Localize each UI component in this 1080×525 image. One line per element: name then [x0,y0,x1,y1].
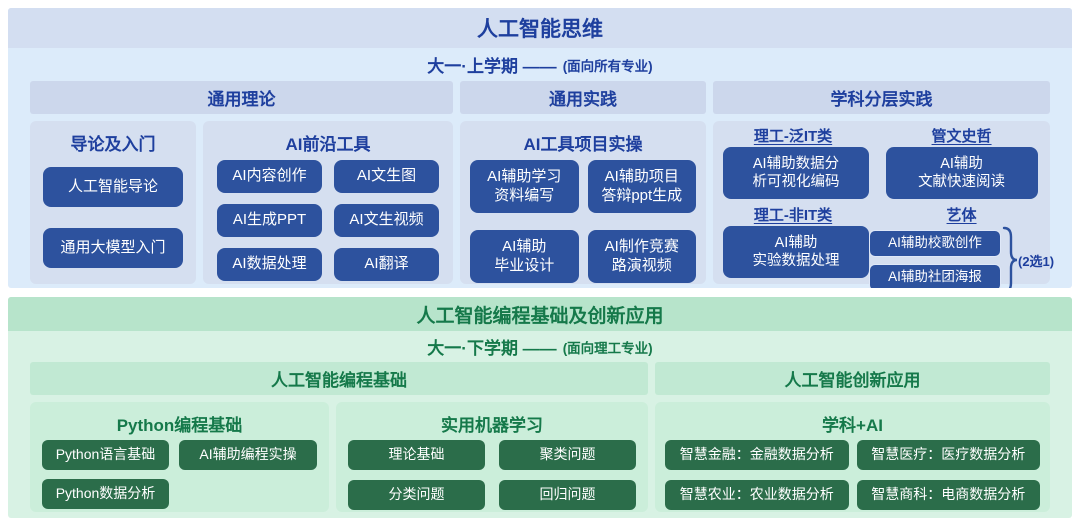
course-chip-theory-basics: 理论基础 [348,440,485,470]
ml-grid: 理论基础 聚类问题 分类问题 回归问题 [336,440,648,510]
subject-ai-grid: 智慧金融：金融数据分析 智慧医疗：医疗数据分析 智慧农业：农业数据分析 智慧商科… [655,440,1050,510]
group-label-humanities: 管文史哲 [931,128,992,145]
course-chip-clustering: 聚类问题 [499,440,636,470]
intro-box-title: 导论及入门 [70,135,156,154]
bottom-audience-label: (面向理工专业) [562,340,653,356]
col-header-discipline-practice: 学科分层实践 [713,81,1050,114]
course-chip-defense-ppt: AI辅助项目 答辩ppt生成 [587,160,696,213]
bottom-boxes-row: Python编程基础 Python语言基础 AI辅助编程实操 Python数据分… [8,402,1072,512]
course-chip-text-to-image: AI文生图 [334,160,439,193]
project-practice-box: AI工具项目实操 AI辅助学习 资料编写 AI辅助项目 答辩ppt生成 AI辅助… [460,121,706,284]
course-chip-regression: 回归问题 [499,480,636,510]
course-chip-study-material: AI辅助学习 资料编写 [470,160,579,213]
col-header-innovation-apps: 人工智能创新应用 [655,362,1050,395]
course-chip-translation: AI翻译 [334,248,439,281]
top-column-headers: 通用理论 通用实践 学科分层实践 [8,81,1072,114]
col-header-programming-basics: 人工智能编程基础 [30,362,648,395]
bottom-panel-title: 人工智能编程基础及创新应用 [8,297,1072,331]
col-header-general-practice: 通用实践 [460,81,706,114]
top-semester-row: 大一·上学期 —— (面向所有专业) [8,48,1072,81]
top-audience-label: (面向所有专业) [562,58,653,74]
top-boxes-row: 导论及入门 人工智能导论 通用大模型入门 AI前沿工具 AI内容创作 AI文生图… [8,121,1072,288]
course-chip-smart-medical: 智慧医疗：医疗数据分析 [856,440,1040,470]
group-sci-pan-it: 理工-泛IT类 AI辅助数据分 析可视化编码 [723,125,869,199]
course-chip-lab-data-processing: AI辅助 实验数据处理 [723,226,869,278]
python-row-1: Python语言基础 AI辅助编程实操 [30,440,329,470]
course-chip-smart-finance: 智慧金融：金融数据分析 [665,440,849,470]
group-label-sci-non-it: 理工-非IT类 [753,207,833,224]
course-chip-literature-reading: AI辅助 文献快速阅读 [885,147,1038,199]
subject-ai-box-title: 学科+AI [822,416,883,435]
frontier-tools-box: AI前沿工具 AI内容创作 AI文生图 AI生成PPT AI文生视频 AI数据处… [203,121,453,284]
course-chip-ai-coding-practice: AI辅助编程实操 [179,440,317,470]
bottom-semester-label: 大一·下学期 —— [427,339,557,358]
curly-brace-icon [1002,226,1018,288]
group-arts: 艺体 AI辅助校歌创作 AI辅助社团海报 (2选1) [869,204,1054,288]
python-box-title: Python编程基础 [116,416,243,435]
course-chip-graduation-design: AI辅助 毕业设计 [470,230,579,283]
frontier-box-title: AI前沿工具 [285,135,371,154]
course-chip-content-creation: AI内容创作 [217,160,322,193]
course-chip-ai-intro: 人工智能导论 [43,167,183,207]
course-chip-python-language: Python语言基础 [42,440,169,470]
ai-programming-panel: 人工智能编程基础及创新应用 大一·下学期 —— (面向理工专业) 人工智能编程基… [8,297,1072,518]
course-chip-data-processing: AI数据处理 [217,248,322,281]
group-label-sci-pan-it: 理工-泛IT类 [753,128,833,145]
group-label-arts: 艺体 [946,207,977,224]
bottom-column-headers: 人工智能编程基础 人工智能创新应用 [8,362,1072,395]
course-chip-python-data-analysis: Python数据分析 [42,479,169,509]
project-box-title: AI工具项目实操 [523,135,643,154]
discipline-grid: 理工-泛IT类 AI辅助数据分 析可视化编码 管文史哲 AI辅助 文献快速阅读 … [713,121,1054,288]
course-chip-classification: 分类问题 [348,480,485,510]
group-sci-non-it: 理工-非IT类 AI辅助 实验数据处理 [723,204,869,288]
col-header-general-theory: 通用理论 [30,81,453,114]
course-chip-roadshow-video: AI制作竞赛 路演视频 [587,230,696,283]
group-humanities: 管文史哲 AI辅助 文献快速阅读 [869,125,1054,199]
python-basics-box: Python编程基础 Python语言基础 AI辅助编程实操 Python数据分… [30,402,329,512]
course-chip-smart-business: 智慧商科：电商数据分析 [856,480,1040,510]
course-chip-llm-intro: 通用大模型入门 [43,228,183,268]
bottom-semester-row: 大一·下学期 —— (面向理工专业) [8,331,1072,362]
course-chip-text-to-video: AI文生视频 [334,204,439,237]
project-grid: AI辅助学习 资料编写 AI辅助项目 答辩ppt生成 AI辅助 毕业设计 AI制… [460,160,706,283]
course-chip-ppt-generation: AI生成PPT [217,204,322,237]
arts-options-row: AI辅助校歌创作 AI辅助社团海报 (2选1) [869,226,1054,288]
top-semester-label: 大一·上学期 —— [427,57,557,76]
intro-box: 导论及入门 人工智能导论 通用大模型入门 [30,121,196,284]
discipline-box: 理工-泛IT类 AI辅助数据分 析可视化编码 管文史哲 AI辅助 文献快速阅读 … [713,121,1054,288]
course-chip-club-poster: AI辅助社团海报 [869,263,1001,288]
course-chip-school-song: AI辅助校歌创作 [869,229,1001,257]
arts-options-column: AI辅助校歌创作 AI辅助社团海报 [869,229,1001,288]
top-panel-title: 人工智能思维 [8,8,1072,48]
frontier-grid: AI内容创作 AI文生图 AI生成PPT AI文生视频 AI数据处理 AI翻译 [203,160,453,281]
course-chip-smart-agriculture: 智慧农业：农业数据分析 [665,480,849,510]
ml-box-title: 实用机器学习 [441,416,543,435]
subject-ai-box: 学科+AI 智慧金融：金融数据分析 智慧医疗：医疗数据分析 智慧农业：农业数据分… [655,402,1050,512]
machine-learning-box: 实用机器学习 理论基础 聚类问题 分类问题 回归问题 [336,402,648,512]
ai-thinking-panel: 人工智能思维 大一·上学期 —— (面向所有专业) 通用理论 通用实践 学科分层… [8,8,1072,288]
course-chip-data-viz-coding: AI辅助数据分 析可视化编码 [723,147,869,199]
python-row-2: Python数据分析 [30,479,329,509]
choose-one-note: (2选1) [1018,253,1055,269]
